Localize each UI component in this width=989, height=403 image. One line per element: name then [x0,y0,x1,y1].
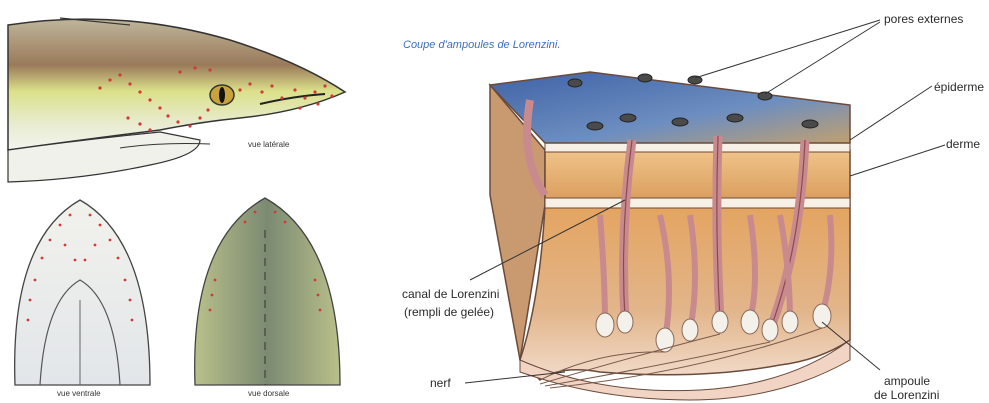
label-derme: derme [946,137,980,151]
skin-cross-section [490,72,850,400]
label-canal-line1: canal de Lorenzini [402,287,499,301]
shark-dorsal-view [195,198,340,385]
label-nerf: nerf [430,376,451,390]
figure-title: Coupe d'ampoules de Lorenzini. [403,39,560,51]
caption-lateral-view: vue latérale [248,138,289,152]
caption-dorsal-view: vue dorsale [248,387,289,401]
label-pores-externes: pores externes [884,12,963,26]
shark-ventral-view [15,200,150,385]
caption-ventral-view: vue ventrale [57,387,101,401]
label-ampoule-line1: ampoule [884,374,930,388]
label-ampoule-line2: de Lorenzini [874,388,939,402]
shark-lateral-view [8,18,345,182]
label-canal-line2: (rempli de gelée) [404,305,494,319]
label-epiderme: épiderme [934,80,984,94]
